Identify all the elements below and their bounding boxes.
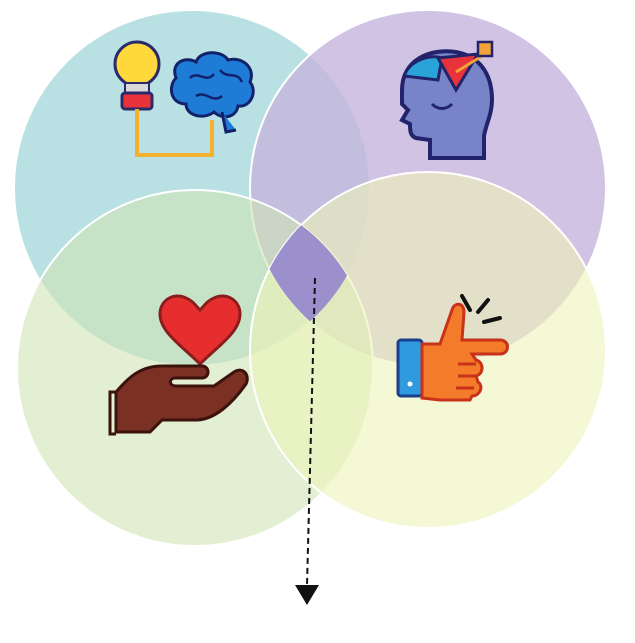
lightbulb-brain-icon	[113, 40, 255, 157]
hand-heart-icon	[108, 294, 249, 436]
head-thinking-icon	[399, 40, 495, 160]
arrow-head-icon	[295, 585, 319, 605]
dashed-arrow-line	[306, 277, 316, 586]
finger-snap-icon	[396, 294, 509, 402]
